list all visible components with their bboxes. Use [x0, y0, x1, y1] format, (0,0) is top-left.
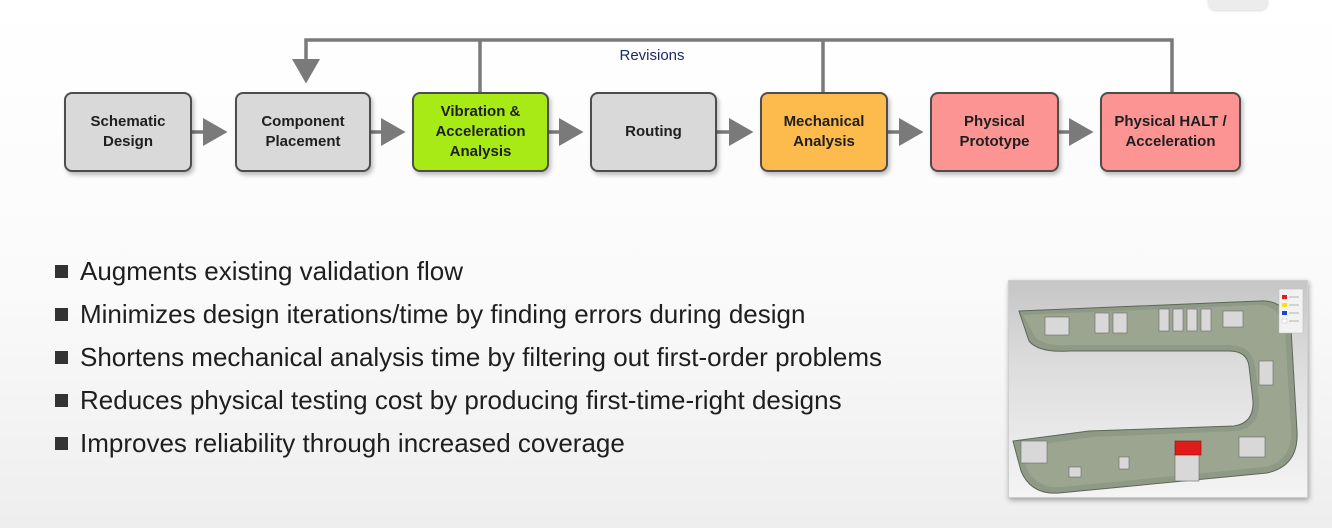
step-label: Acceleration [1125, 133, 1216, 150]
list-item: Augments existing validation flow [55, 250, 882, 293]
bullet-text: Improves reliability through increased c… [80, 428, 625, 458]
step-label: Component [261, 113, 345, 130]
list-item: Shortens mechanical analysis time by fil… [55, 336, 882, 379]
revisions-loop-line [292, 38, 1174, 92]
step-vibration-acceleration-analysis: Vibration & Acceleration Analysis [412, 92, 549, 172]
step-label: Analysis [449, 143, 512, 160]
step-label: Analysis [793, 133, 855, 150]
bullet-text: Minimizes design iterations/time by find… [80, 299, 806, 329]
step-label: Physical HALT / [1114, 113, 1227, 130]
step-label: Placement [265, 133, 341, 150]
step-mechanical-analysis: Mechanical Analysis [760, 92, 888, 172]
step-label: Prototype [959, 133, 1030, 150]
step-label: Vibration & [440, 103, 521, 120]
list-item: Reduces physical testing cost by produci… [55, 379, 882, 422]
pcb-simulation-image [1008, 280, 1308, 498]
flow-connectors [191, 38, 1174, 146]
step-label: Routing [625, 123, 682, 140]
bullet-square-icon [55, 437, 68, 450]
step-routing: Routing [590, 92, 717, 172]
step-label: Acceleration [435, 123, 526, 140]
stress-hotspot [1174, 440, 1202, 456]
bullet-square-icon [55, 265, 68, 278]
pcb-board-graphic [1012, 288, 1304, 494]
bullet-square-icon [55, 351, 68, 364]
list-item: Improves reliability through increased c… [55, 422, 882, 465]
step-physical-prototype: Physical Prototype [930, 92, 1059, 172]
step-physical-halt-acceleration: Physical HALT / Acceleration [1100, 92, 1241, 172]
bullet-square-icon [55, 394, 68, 407]
step-label: Design [102, 133, 153, 150]
step-label: Schematic [90, 113, 166, 130]
bullet-square-icon [55, 308, 68, 321]
bullet-text: Reduces physical testing cost by produci… [80, 385, 842, 415]
step-component-placement: Component Placement [235, 92, 371, 172]
bullet-text: Augments existing validation flow [80, 256, 463, 286]
step-schematic-design: Schematic Design [64, 92, 192, 172]
step-label: Mechanical [783, 113, 865, 130]
list-item: Minimizes design iterations/time by find… [55, 293, 882, 336]
step-label: Physical [964, 113, 1025, 130]
revisions-label: Revisions [619, 47, 685, 64]
probability-legend [1278, 288, 1304, 334]
benefits-list: Augments existing validation flow Minimi… [55, 250, 882, 465]
bullet-text: Shortens mechanical analysis time by fil… [80, 342, 883, 372]
pcb-connector [1044, 316, 1070, 336]
corner-tab [1208, 0, 1268, 10]
